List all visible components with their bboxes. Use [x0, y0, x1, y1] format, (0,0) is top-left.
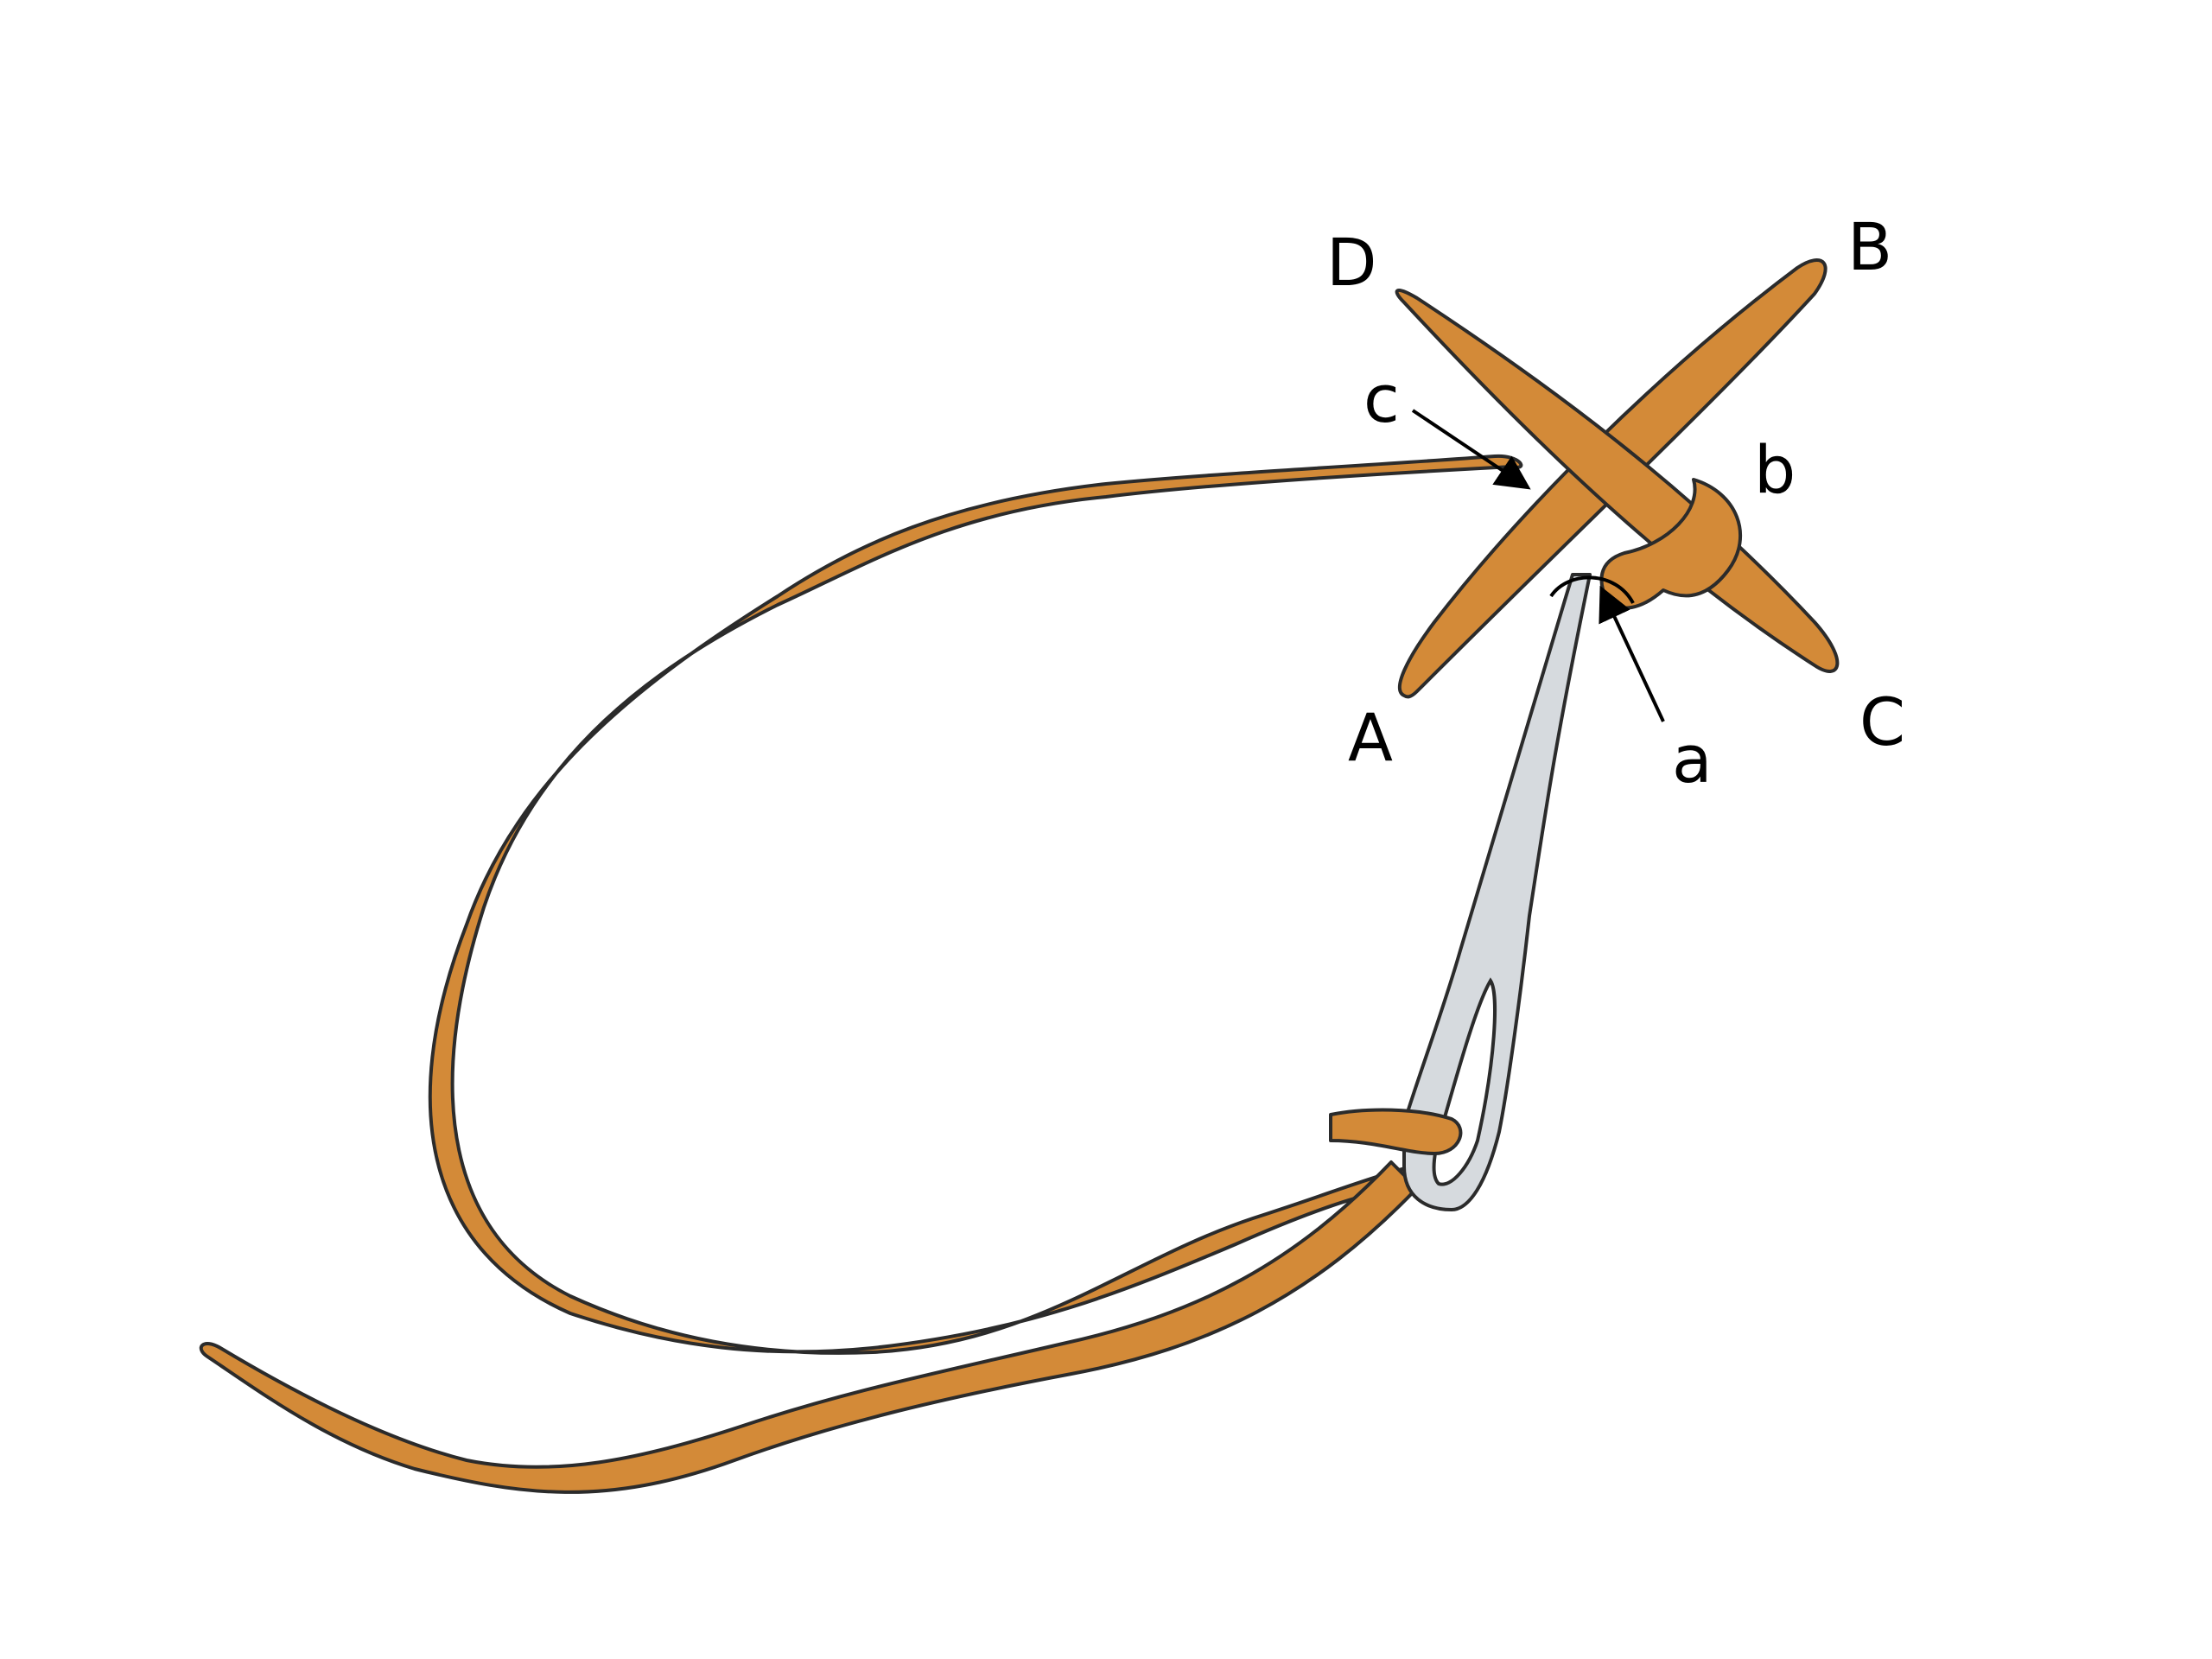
pointer-c [1411, 409, 1531, 490]
stitch-arm-d-to-c [1395, 289, 1840, 673]
label-d: D [1326, 224, 1377, 301]
label-b: B [1847, 208, 1892, 285]
label-a-lower: a [1672, 721, 1713, 798]
wrap-loop-b [1599, 478, 1743, 610]
label-c-lower: c [1363, 360, 1400, 437]
label-b-lower: b [1754, 431, 1796, 508]
label-c: C [1859, 683, 1905, 760]
pointer-a [1599, 585, 1665, 722]
label-a: A [1348, 699, 1393, 776]
thread-through-eye [1329, 1108, 1463, 1155]
thread-tail [199, 1160, 1419, 1494]
